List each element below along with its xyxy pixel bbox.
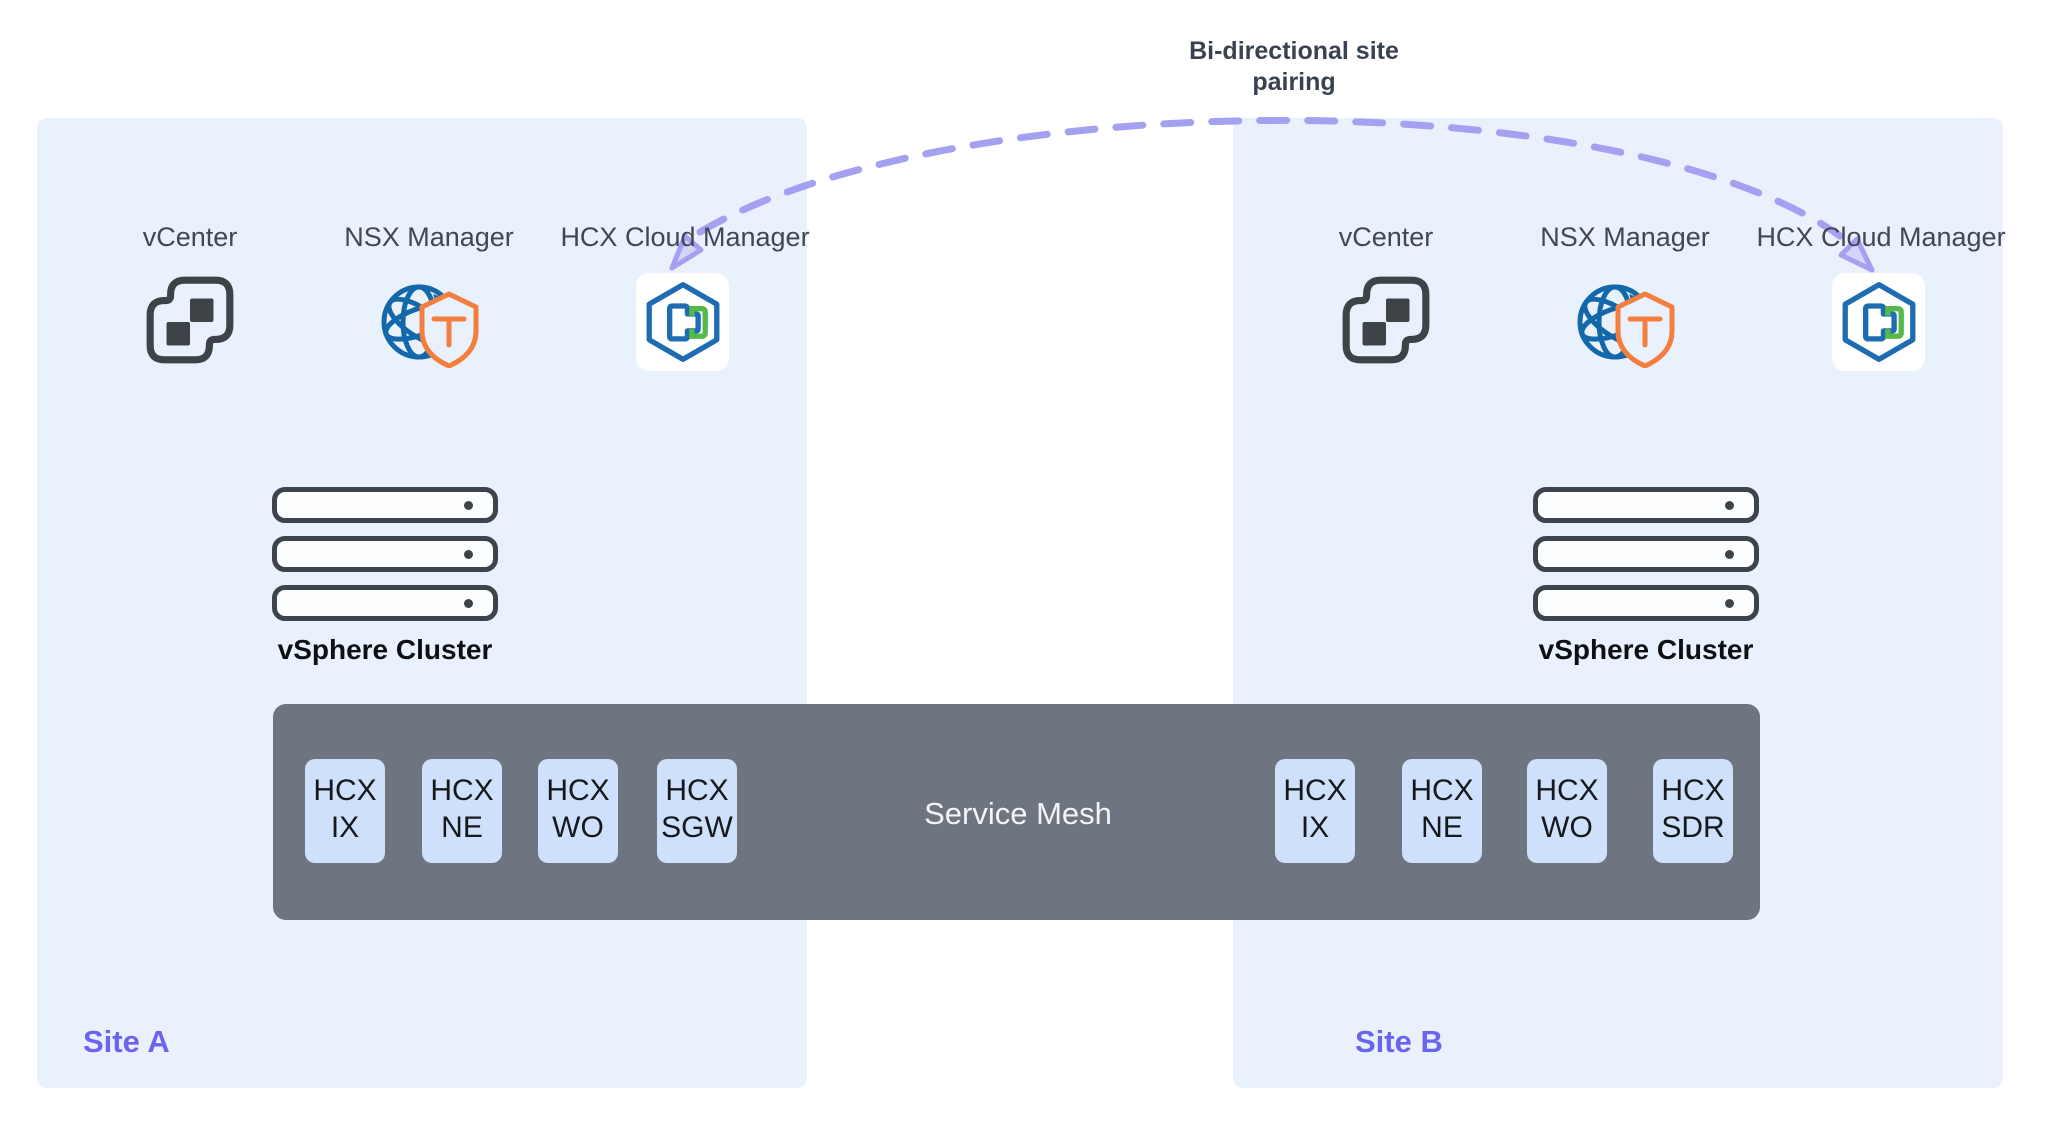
vsphere-cluster-label: vSphere Cluster bbox=[277, 634, 493, 665]
site-b-panel: vCenter NSX Manager HCX Cloud Manager bbox=[1233, 118, 2006, 1088]
hcx-cloud-manager-icon bbox=[636, 273, 729, 371]
nsx-manager-icon bbox=[1574, 274, 1680, 369]
server-led bbox=[1725, 500, 1734, 510]
server-led bbox=[1725, 549, 1734, 559]
vsphere-cluster: vSphere Cluster bbox=[272, 487, 498, 666]
nsx-manager-label: NSX Manager bbox=[344, 222, 514, 252]
server-icon bbox=[272, 536, 498, 572]
server-icon bbox=[1533, 585, 1759, 621]
hcx-cloud-manager-icon bbox=[1832, 273, 1925, 371]
vcenter-icon bbox=[1338, 272, 1434, 368]
pairing-title: Bi-directional site pairing bbox=[1189, 37, 1399, 96]
server-icon bbox=[1533, 487, 1759, 523]
vcenter-icon bbox=[142, 272, 238, 368]
hcx-cloud-manager-label: HCX Cloud Manager bbox=[560, 222, 810, 252]
server-icon bbox=[272, 487, 498, 523]
server-icon bbox=[272, 585, 498, 621]
server-led bbox=[464, 598, 473, 608]
vcenter-label: vCenter bbox=[142, 222, 238, 252]
server-led bbox=[464, 549, 473, 559]
site-b-label: Site B bbox=[1355, 1024, 1443, 1059]
server-icon bbox=[1533, 536, 1759, 572]
vsphere-cluster-label: vSphere Cluster bbox=[1538, 634, 1754, 665]
nsx-manager-icon bbox=[378, 274, 484, 369]
server-led bbox=[464, 500, 473, 510]
server-led bbox=[1725, 598, 1734, 608]
hcx-cloud-manager-label: HCX Cloud Manager bbox=[1756, 222, 2006, 252]
service-mesh-label: Service Mesh bbox=[924, 796, 1112, 831]
site-a-label: Site A bbox=[83, 1024, 170, 1059]
vsphere-cluster: vSphere Cluster bbox=[1533, 487, 1759, 666]
site-a-panel: vCenter NSX Manager HCX Cloud Manager bbox=[37, 118, 810, 1088]
